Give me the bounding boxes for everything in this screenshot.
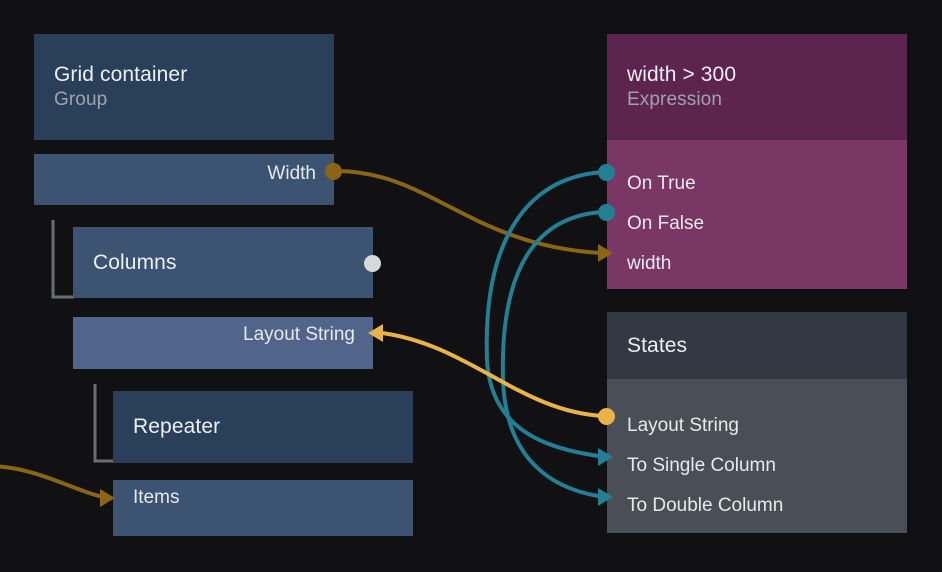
bracket-columns-to-repeater bbox=[93, 384, 114, 463]
node-expression-subtitle: Expression bbox=[627, 89, 722, 110]
port-label-to-single-column: To Single Column bbox=[627, 455, 776, 476]
port-arrow-columns-layout-string-input[interactable] bbox=[368, 324, 383, 342]
node-grid-container-body: Width bbox=[34, 154, 334, 205]
port-row-on-true[interactable]: On True bbox=[607, 164, 907, 204]
bracket-grid-to-columns bbox=[51, 220, 74, 299]
node-columns-header[interactable]: Columns bbox=[73, 227, 373, 298]
node-columns[interactable]: Columns Layout String bbox=[73, 227, 373, 369]
port-dot-on-true[interactable] bbox=[598, 164, 615, 181]
node-columns-body: Layout String bbox=[73, 317, 373, 369]
port-arrow-repeater-items-input[interactable] bbox=[100, 489, 115, 507]
port-row-repeater-items[interactable]: Items bbox=[113, 480, 413, 516]
port-arrow-to-single-column-input[interactable] bbox=[598, 448, 613, 466]
port-row-columns-layout-string[interactable]: Layout String bbox=[73, 317, 373, 353]
wire-on-true-to-single-column bbox=[484, 170, 605, 458]
node-repeater[interactable]: Repeater Items bbox=[113, 391, 413, 536]
node-states-header[interactable]: States bbox=[607, 312, 907, 379]
port-label-columns-layout-string: Layout String bbox=[243, 324, 355, 345]
node-grid-container-header[interactable]: Grid container Group bbox=[34, 34, 334, 140]
port-label-to-double-column: To Double Column bbox=[627, 495, 784, 516]
port-label-repeater-items: Items bbox=[133, 487, 180, 508]
node-expression-title: width > 300 bbox=[627, 63, 737, 86]
port-label-on-false: On False bbox=[627, 213, 705, 234]
port-label-expression-width: width bbox=[627, 253, 672, 274]
wire-offscreen-to-repeater-items bbox=[0, 464, 110, 500]
port-row-width[interactable]: Width bbox=[34, 154, 334, 194]
port-row-to-single-column[interactable]: To Single Column bbox=[607, 446, 907, 486]
port-dot-columns-header-output[interactable] bbox=[364, 255, 381, 272]
node-states[interactable]: States Layout String To Single Column To… bbox=[607, 312, 907, 533]
node-columns-title: Columns bbox=[93, 250, 177, 274]
port-row-to-double-column[interactable]: To Double Column bbox=[607, 486, 907, 526]
wire-states-layout-to-columns-layout bbox=[380, 331, 606, 418]
node-expression[interactable]: width > 300 Expression On True On False … bbox=[607, 34, 907, 289]
node-states-body: Layout String To Single Column To Double… bbox=[607, 379, 907, 533]
port-dot-on-false[interactable] bbox=[598, 204, 615, 221]
node-grid-container-title: Grid container bbox=[54, 63, 188, 86]
port-row-states-layout-string[interactable]: Layout String bbox=[607, 406, 907, 446]
port-row-expression-width[interactable]: width bbox=[607, 244, 907, 284]
wire-on-false-to-double-column bbox=[500, 210, 605, 498]
node-repeater-title: Repeater bbox=[133, 415, 221, 438]
node-grid-container[interactable]: Grid container Group Width bbox=[34, 34, 334, 205]
port-label-states-layout-string: Layout String bbox=[627, 415, 739, 436]
port-label-on-true: On True bbox=[627, 173, 696, 194]
port-dot-states-layout-string[interactable] bbox=[598, 408, 615, 425]
node-expression-header[interactable]: width > 300 Expression bbox=[607, 34, 907, 140]
port-dot-width[interactable] bbox=[325, 163, 342, 180]
wire-width-to-expression-width bbox=[336, 169, 602, 255]
node-states-title: States bbox=[627, 333, 688, 357]
node-repeater-header[interactable]: Repeater bbox=[113, 391, 413, 463]
port-arrow-expression-width-input[interactable] bbox=[598, 244, 613, 262]
port-label-width: Width bbox=[267, 163, 316, 184]
port-row-on-false[interactable]: On False bbox=[607, 204, 907, 244]
node-grid-container-subtitle: Group bbox=[54, 89, 108, 110]
node-repeater-body: Items bbox=[113, 480, 413, 536]
node-expression-body: On True On False width bbox=[607, 140, 907, 289]
port-arrow-to-double-column-input[interactable] bbox=[598, 488, 613, 506]
